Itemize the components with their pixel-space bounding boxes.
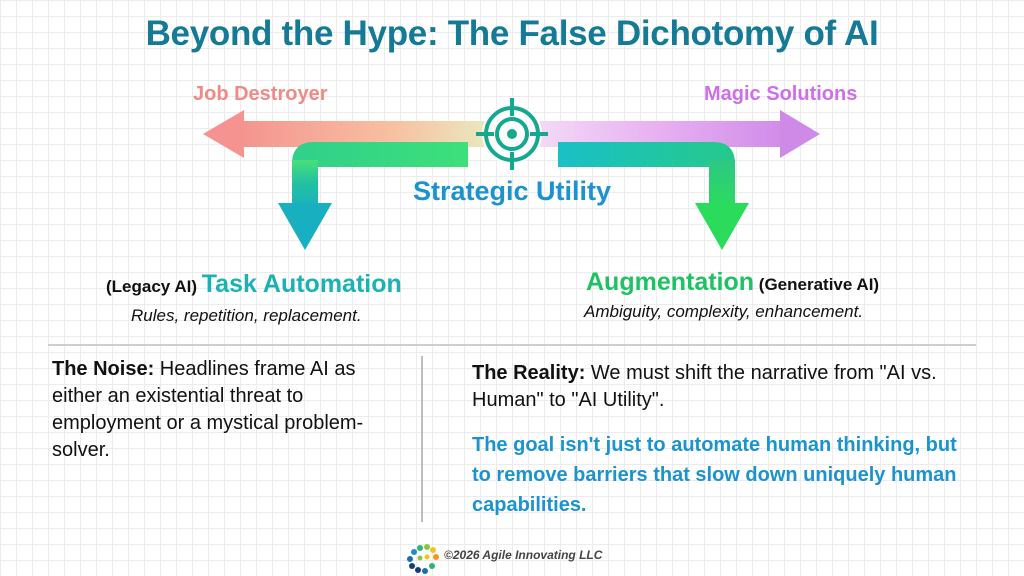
augmentation-name: Augmentation xyxy=(586,268,755,296)
noise-text: Headlines frame AI as either an existent… xyxy=(52,358,364,461)
reality-text: We must shift the narrative from "AI vs.… xyxy=(472,362,937,411)
vertical-divider xyxy=(421,356,423,522)
augmentation-heading: Augmentation (Generative AI) xyxy=(586,268,879,297)
left-pole-label: Job Destroyer xyxy=(193,83,328,105)
reality-label: The Reality: xyxy=(472,362,586,384)
task-automation-heading: (Legacy AI) Task Automation xyxy=(106,270,402,299)
augmentation-subtitle: Ambiguity, complexity, enhancement. xyxy=(584,302,864,321)
left-elbow-arrow xyxy=(278,142,468,250)
right-pole-label: Magic Solutions xyxy=(704,83,858,105)
horizontal-divider xyxy=(48,344,976,346)
crosshair-target-icon xyxy=(476,98,548,170)
page-title: Beyond the Hype: The False Dichotomy of … xyxy=(145,14,879,53)
noise-paragraph: The Noise: Headlines frame AI as either … xyxy=(52,356,392,464)
legacy-ai-prefix: (Legacy AI) xyxy=(106,277,198,296)
generative-ai-suffix: (Generative AI) xyxy=(758,275,880,294)
right-elbow-arrow xyxy=(558,142,749,250)
strategic-utility-label: Strategic Utility xyxy=(412,176,612,206)
reality-paragraph: The Reality: We must shift the narrative… xyxy=(472,360,952,414)
goal-paragraph: The goal isn't just to automate human th… xyxy=(472,434,957,516)
task-automation-subtitle: Rules, repetition, replacement. xyxy=(131,306,362,325)
noise-label: The Noise: xyxy=(52,358,155,380)
task-automation-name: Task Automation xyxy=(201,270,402,298)
copyright-footer: ©2026 Agile Innovating LLC xyxy=(444,548,603,562)
agile-innovating-logo xyxy=(407,544,439,574)
